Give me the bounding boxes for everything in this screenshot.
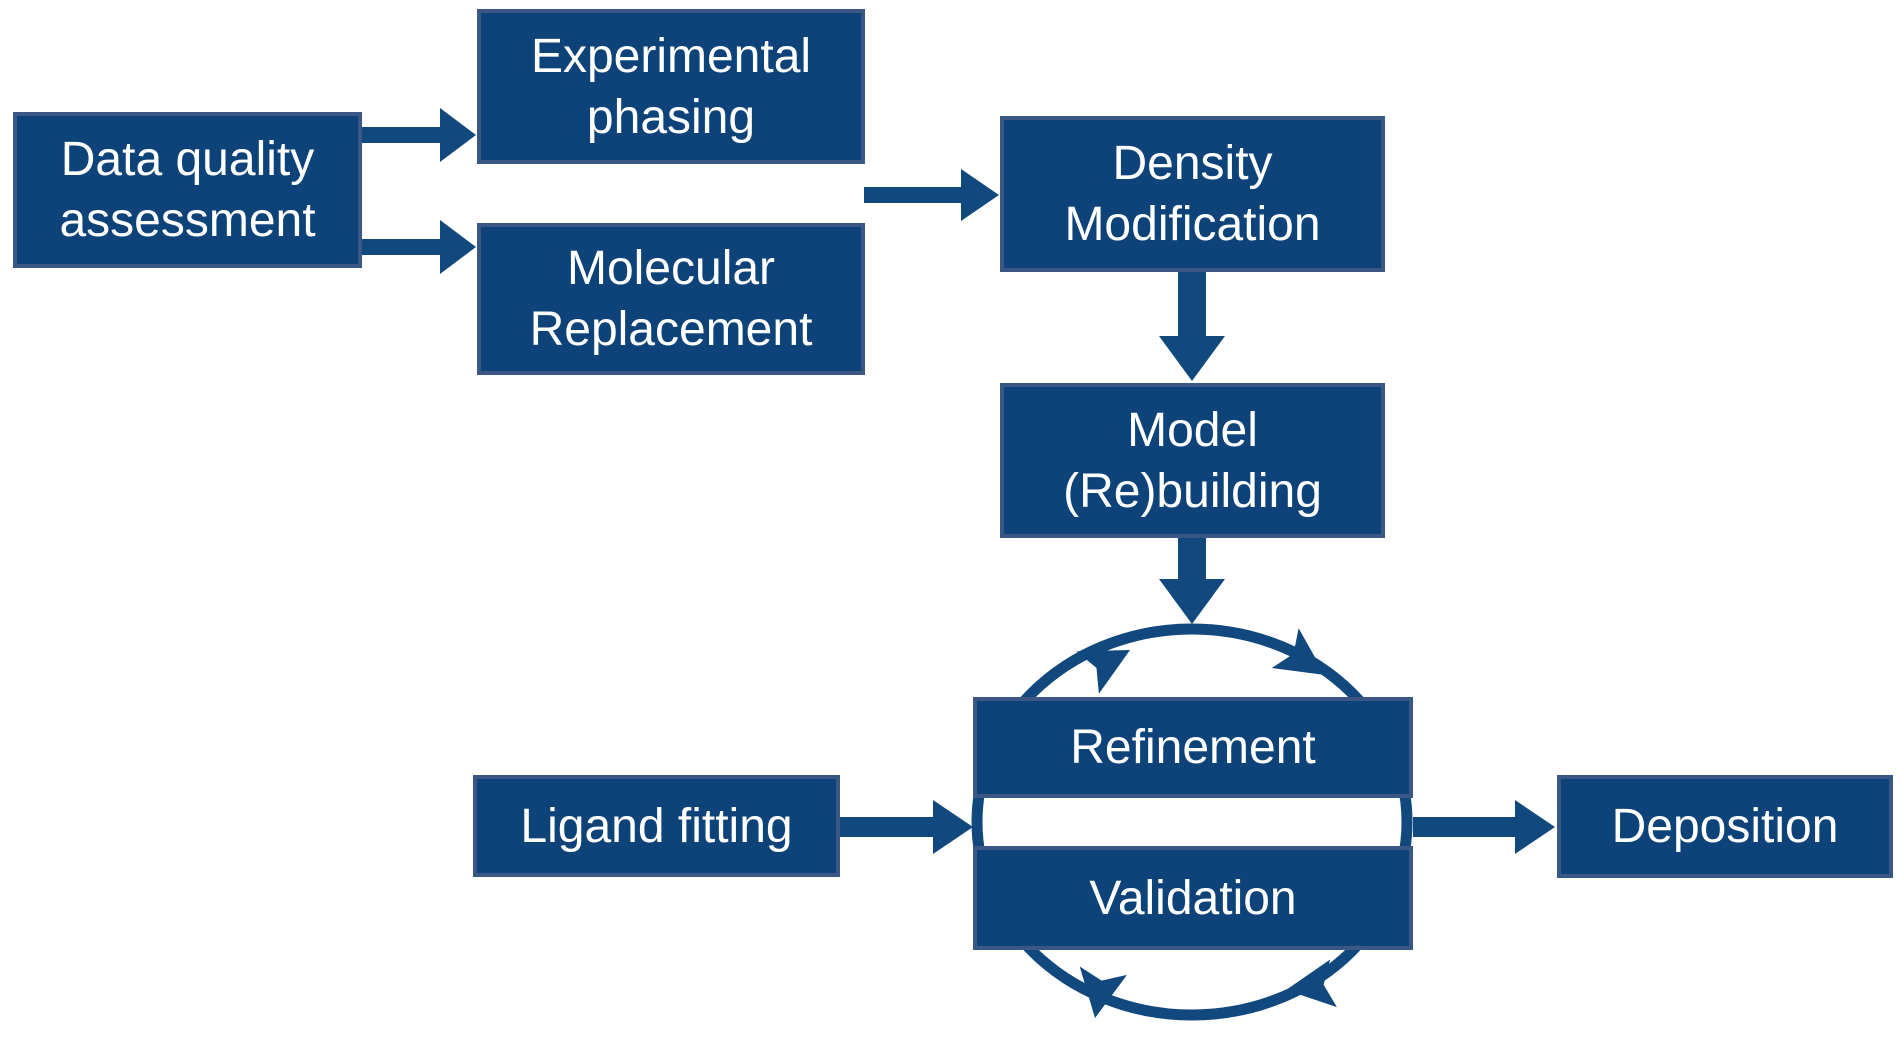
node-label: phasing	[586, 90, 756, 144]
node-label: Model	[1127, 403, 1258, 457]
node-refinement: Refinement	[973, 697, 1413, 798]
node-label: assessment	[59, 194, 316, 247]
node-label: Data quality	[60, 133, 315, 186]
node-label: Ligand fitting	[520, 799, 793, 853]
arrow-cycle-to-deposition	[1413, 800, 1555, 854]
node-label: (Re)building	[1063, 464, 1322, 518]
node-ligand-fitting: Ligand fitting	[473, 775, 840, 877]
node-data-quality-assessment: Data quality assessment	[13, 112, 362, 268]
node-label: Refinement	[1070, 721, 1316, 774]
node-density-modification: Density Modification	[1000, 116, 1385, 272]
node-label: Molecular	[566, 242, 776, 295]
node-label: Validation	[1089, 871, 1297, 925]
node-label: Density	[1112, 137, 1273, 190]
node-molecular-replacement: Molecular Replacement	[477, 223, 865, 375]
node-label: Experimental	[530, 29, 812, 83]
arrow-model-rebuilding-to-cycle	[1159, 537, 1225, 624]
cycle-arrowhead-top-right	[1271, 628, 1325, 675]
cycle-arrowhead-bottom-right	[1286, 959, 1337, 1008]
node-deposition: Deposition	[1557, 775, 1893, 878]
refinement-validation-cycle-ring	[971, 623, 1413, 1021]
arrow-data-quality-to-experimental-phasing	[360, 108, 476, 162]
node-label: Modification	[1064, 198, 1321, 251]
arrow-density-modification-to-model-rebuilding	[1159, 271, 1225, 381]
arrow-ligand-fitting-to-cycle	[839, 800, 973, 854]
node-validation: Validation	[973, 846, 1413, 950]
arrow-data-quality-to-molecular-replacement	[360, 220, 476, 274]
node-model-rebuilding: Model (Re)building	[1000, 383, 1385, 538]
cycle-arrowhead-top-left	[1076, 650, 1130, 694]
node-label: Deposition	[1611, 800, 1839, 853]
arrow-phasing-to-density-modification	[864, 169, 999, 221]
node-label: Replacement	[529, 303, 813, 356]
node-experimental-phasing: Experimental phasing	[477, 9, 865, 164]
cycle-arrowhead-bottom-left	[1079, 966, 1127, 1018]
